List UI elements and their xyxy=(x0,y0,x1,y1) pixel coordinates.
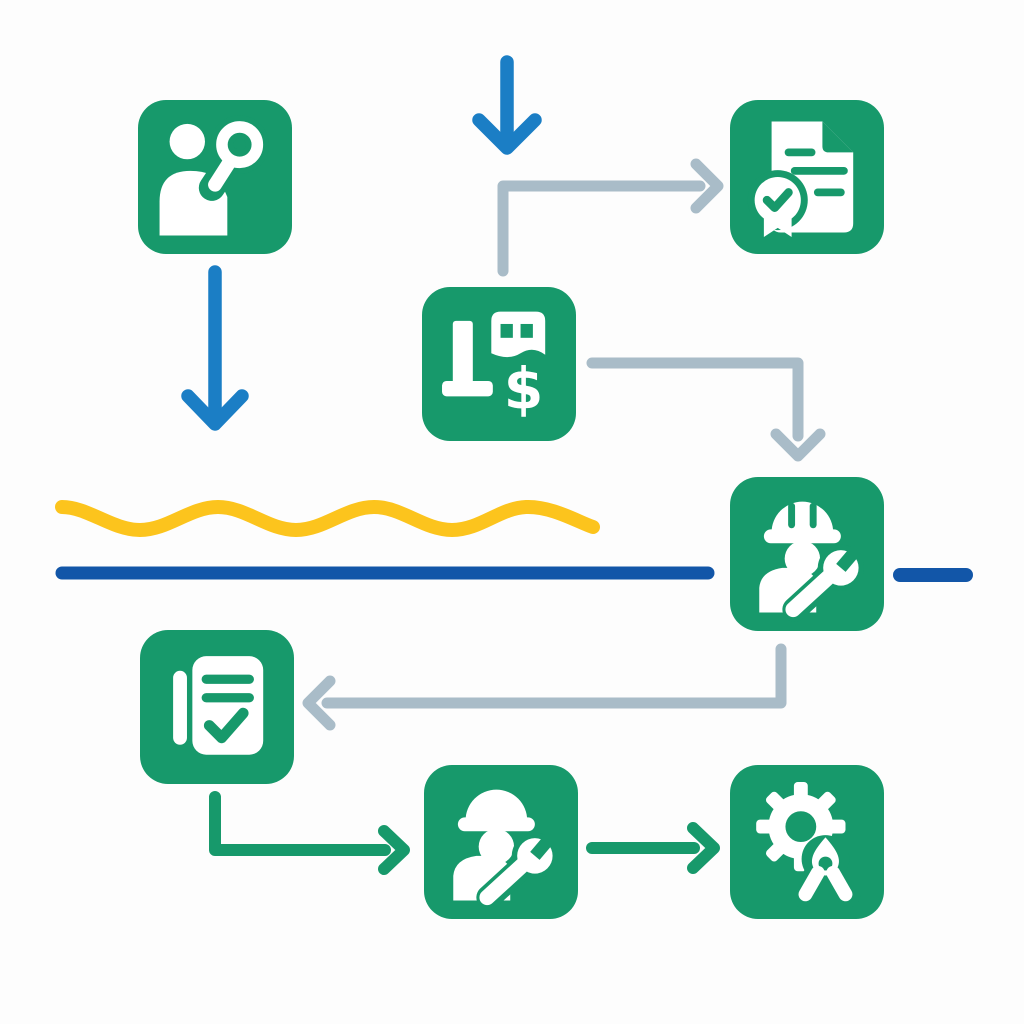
check-mark xyxy=(203,707,249,744)
person-with-magnifier-icon xyxy=(159,115,269,236)
check-mark xyxy=(762,188,793,213)
hard-hat xyxy=(771,501,834,533)
wrench-handle xyxy=(479,857,531,906)
gray-elbow-arrow-to-certificate xyxy=(497,158,724,277)
building-with-dollar-icon: $ xyxy=(442,311,546,423)
award-ribbon xyxy=(790,835,861,908)
yellow-wave-line xyxy=(55,499,600,538)
node-gear-ribbon xyxy=(730,765,884,919)
wrench-handle xyxy=(785,569,837,618)
gear-with-award-ribbon-icon xyxy=(756,781,861,908)
node-worker-bottom xyxy=(424,765,578,919)
gray-elbow-arrow-to-checklist xyxy=(302,643,787,731)
dollar-sign: $ xyxy=(504,357,544,423)
node-certificate xyxy=(730,100,884,254)
worker-hardhat-wrench-icon xyxy=(453,789,558,910)
node-person-search xyxy=(138,100,292,254)
gray-elbow-arrow-to-worker xyxy=(586,357,826,462)
blue-down-arrow-top xyxy=(472,55,542,155)
green-elbow-arrow-to-worker-bottom xyxy=(209,791,410,875)
checklist-book-icon xyxy=(173,656,264,755)
blue-down-arrow-left xyxy=(181,265,249,431)
hard-hat xyxy=(465,789,528,821)
node-checklist xyxy=(140,630,294,784)
certified-document-icon xyxy=(747,121,854,238)
green-straight-arrow-to-gear xyxy=(586,822,720,874)
worker-hardhat-wrench-icon xyxy=(759,501,864,622)
node-worker-right xyxy=(730,477,884,631)
node-building-cost: $ xyxy=(422,287,576,441)
